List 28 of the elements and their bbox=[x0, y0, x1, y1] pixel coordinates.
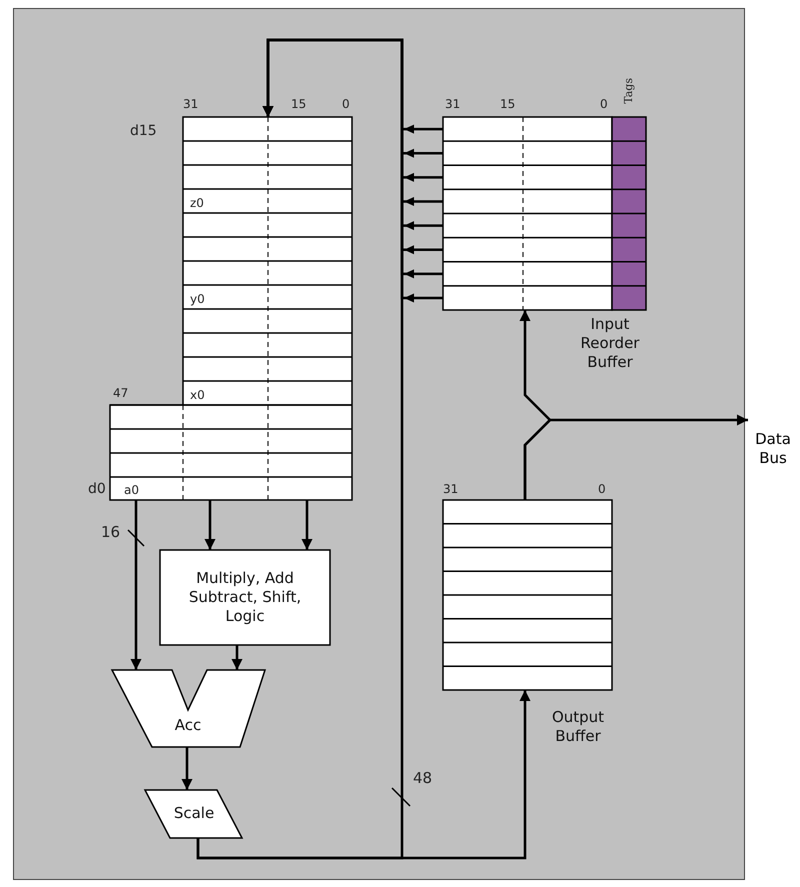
register-label: z0 bbox=[190, 196, 204, 210]
block-label: Acc bbox=[174, 716, 202, 735]
register-label: y0 bbox=[190, 292, 205, 306]
block-label: Scale bbox=[172, 804, 216, 823]
block-label: Output Buffer bbox=[550, 708, 606, 746]
block-label: Multiply, Add Subtract, Shift, Logic bbox=[188, 569, 302, 626]
arrow bbox=[182, 747, 192, 790]
register-label: x0 bbox=[190, 388, 205, 402]
bit-label: 0 bbox=[600, 97, 608, 111]
bit-label: 15 bbox=[291, 97, 306, 111]
bus-label: Data Bus bbox=[748, 400, 798, 500]
bit-label: 0 bbox=[598, 482, 606, 496]
arrow bbox=[130, 500, 142, 670]
register-label: a0 bbox=[124, 483, 139, 497]
column-heading: Tags bbox=[622, 78, 636, 104]
bit-label: d15 bbox=[130, 124, 157, 138]
bit-label: d0 bbox=[88, 482, 106, 496]
block-label: Input Reorder Buffer bbox=[580, 315, 640, 372]
arrow bbox=[302, 500, 312, 550]
arrow bbox=[524, 414, 748, 500]
bit-label: 15 bbox=[500, 97, 516, 111]
arrow bbox=[204, 500, 216, 550]
arrow bbox=[232, 645, 242, 670]
bit-label: 31 bbox=[183, 97, 198, 111]
bit-label: 47 bbox=[113, 386, 128, 400]
bit-label: 0 bbox=[342, 97, 350, 111]
bit-label: 31 bbox=[445, 97, 460, 111]
bit-label: 31 bbox=[443, 482, 458, 496]
